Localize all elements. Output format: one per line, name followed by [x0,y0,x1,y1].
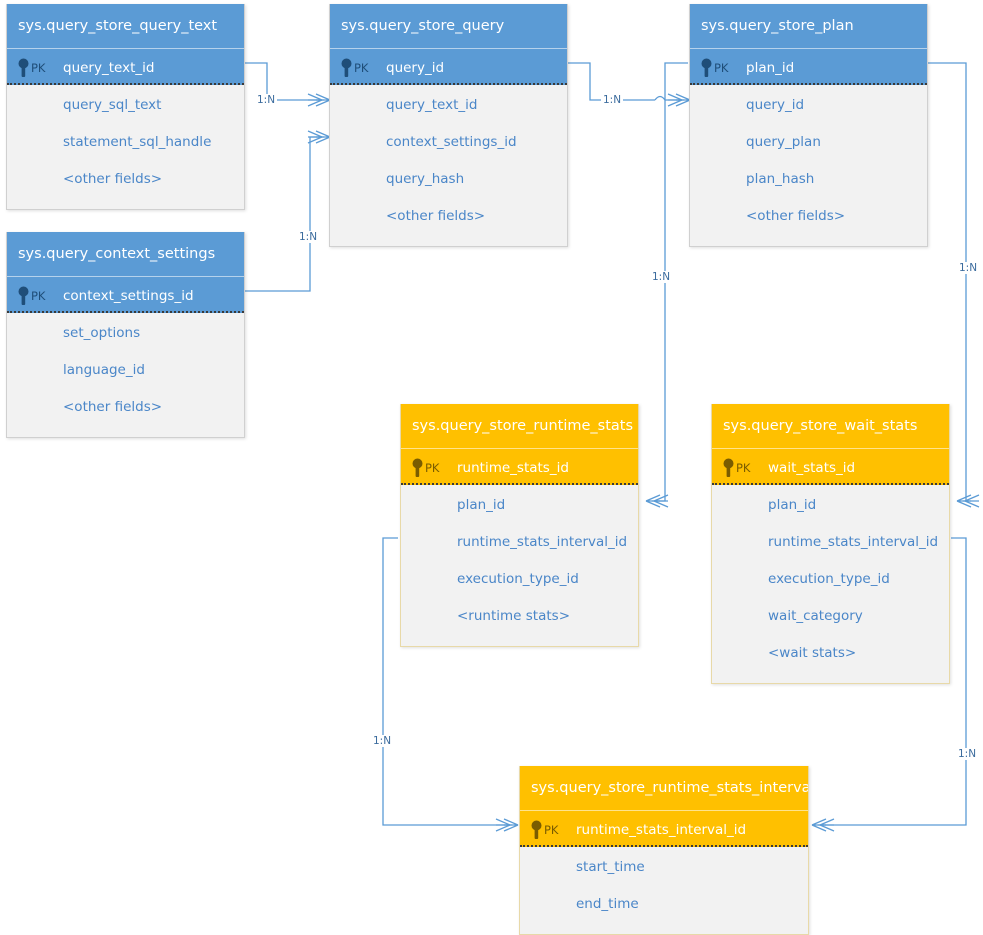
pk-tag: PK [31,289,46,303]
field-list: query_sql_text statement_sql_handle <oth… [7,85,244,209]
key-icon [723,458,734,477]
entity-title: sys.query_store_runtime_stats_interval [520,766,808,810]
field-row: query_sql_text [63,97,162,113]
primary-key-row[interactable]: PK plan_id [690,48,927,85]
field-row: set_options [63,325,141,341]
pk-tag: PK [714,61,729,75]
field-list: plan_id runtime_stats_interval_id execut… [401,485,638,646]
primary-key-row[interactable]: PK runtime_stats_interval_id [520,810,808,847]
field-row: query_text_id [386,97,478,113]
connector-settings-to-query [245,136,324,292]
field-row: plan_id [768,497,817,513]
pk-field-name: context_settings_id [63,288,194,304]
key-icon [531,820,542,839]
key-icon [18,286,29,305]
entity-query-store-query-text[interactable]: sys.query_store_query_text PK query_text… [6,4,245,210]
cardinality-text-to-query: 1:N [255,94,278,106]
entity-title: sys.query_store_query_text [7,4,244,48]
key-icon [701,58,712,77]
pk-tag: PK [354,61,369,75]
entity-title: sys.query_store_runtime_stats [401,404,638,448]
entity-title: sys.query_store_query [330,4,567,48]
pk-tag: PK [31,61,46,75]
cardinality-wait-stats-to-interval: 1:N [956,748,979,760]
field-row: runtime_stats_interval_id [457,534,628,550]
field-row: context_settings_id [386,134,517,150]
field-row: <wait stats> [768,645,857,661]
field-row: <other fields> [746,208,846,224]
pk-field-name: query_id [386,60,445,76]
entity-query-store-runtime-stats-interval[interactable]: sys.query_store_runtime_stats_interval P… [519,766,809,935]
field-row: end_time [576,896,639,912]
field-row: query_id [746,97,805,113]
field-row: <other fields> [63,171,163,187]
pk-tag: PK [736,461,751,475]
pk-field-name: wait_stats_id [768,460,856,476]
entity-query-store-runtime-stats[interactable]: sys.query_store_runtime_stats PK runtime… [400,404,639,647]
cardinality-plan-to-runtime-stats: 1:N [650,271,673,283]
field-row: query_plan [746,134,821,150]
entity-title: sys.query_store_wait_stats [712,404,949,448]
field-row: language_id [63,362,145,378]
entity-title: sys.query_context_settings [7,232,244,276]
field-row: runtime_stats_interval_id [768,534,939,550]
cardinality-query-to-plan: 1:N [601,94,624,106]
cardinality-settings-to-query: 1:N [297,231,320,243]
entity-query-store-query[interactable]: sys.query_store_query PK query_id query_… [329,4,568,247]
pk-field-name: runtime_stats_id [457,460,569,476]
pk-field-name: plan_id [746,60,795,76]
entity-title: sys.query_store_plan [690,4,927,48]
field-list: query_id query_plan plan_hash <other fie… [690,85,927,246]
field-row: wait_category [768,608,863,624]
field-row: <other fields> [386,208,486,224]
field-row: execution_type_id [457,571,579,587]
field-list: plan_id runtime_stats_interval_id execut… [712,485,949,683]
field-row: <other fields> [63,399,163,415]
field-row: statement_sql_handle [63,134,212,150]
pk-field-name: query_text_id [63,60,155,76]
cardinality-plan-to-wait-stats: 1:N [957,262,980,274]
key-icon [412,458,423,477]
pk-tag: PK [425,461,440,475]
primary-key-row[interactable]: PK query_text_id [7,48,244,85]
primary-key-row[interactable]: PK wait_stats_id [712,448,949,485]
primary-key-row[interactable]: PK query_id [330,48,567,85]
field-row: start_time [576,859,645,875]
pk-tag: PK [544,823,559,837]
primary-key-row[interactable]: PK runtime_stats_id [401,448,638,485]
field-row: execution_type_id [768,571,890,587]
field-row: plan_hash [746,171,815,187]
field-row: <runtime stats> [457,608,571,624]
pk-field-name: runtime_stats_interval_id [576,822,747,838]
field-row: plan_id [457,497,506,513]
field-row: query_hash [386,171,465,187]
cardinality-runtime-stats-to-interval: 1:N [371,735,394,747]
field-list: start_time end_time [520,847,808,934]
key-icon [341,58,352,77]
key-icon [18,58,29,77]
entity-query-context-settings[interactable]: sys.query_context_settings PK context_se… [6,232,245,438]
primary-key-row[interactable]: PK context_settings_id [7,276,244,313]
entity-query-store-plan[interactable]: sys.query_store_plan PK plan_id query_id… [689,4,928,247]
field-list: set_options language_id <other fields> [7,313,244,437]
field-list: query_text_id context_settings_id query_… [330,85,567,246]
entity-query-store-wait-stats[interactable]: sys.query_store_wait_stats PK wait_stats… [711,404,950,684]
